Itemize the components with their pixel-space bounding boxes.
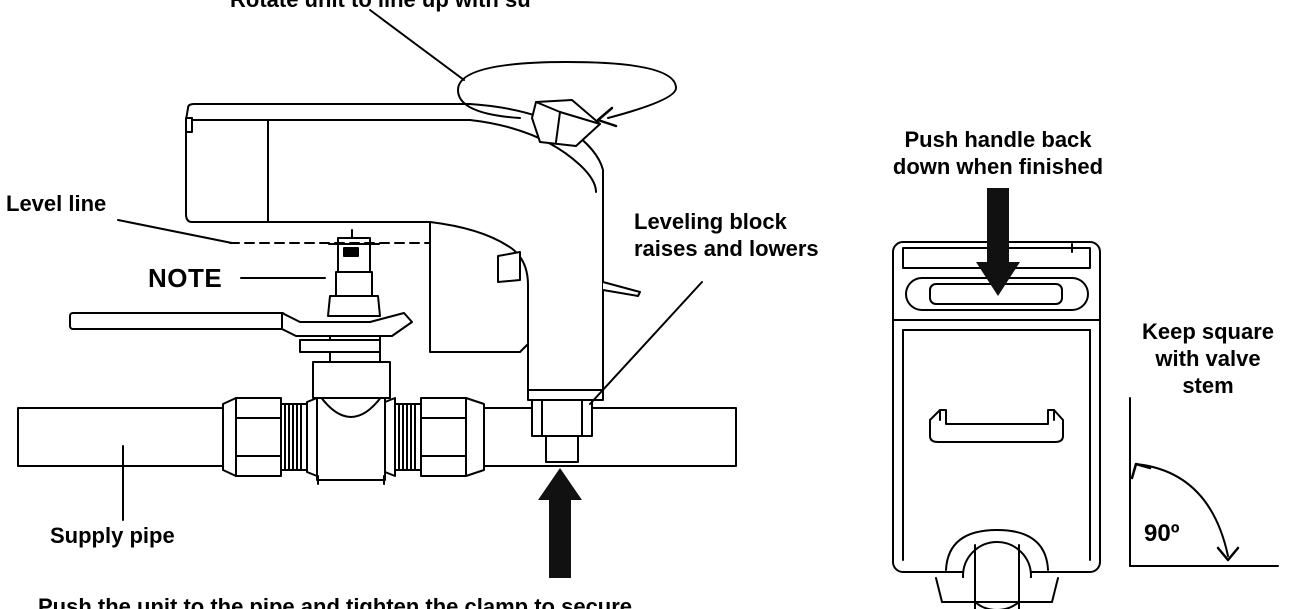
compression-fitting-left: [222, 397, 308, 477]
pipe-clamp: [935, 529, 1059, 609]
push-down-arrow-icon: [976, 188, 1020, 296]
note-label: NOTE: [148, 263, 223, 293]
valve-handle: [69, 312, 413, 363]
valve-body: [306, 361, 391, 485]
rotation-knob: [531, 99, 601, 147]
level-line-label: Level line: [6, 191, 107, 216]
leveling-block-leader: [589, 281, 703, 405]
push-up-arrow-icon: [538, 468, 582, 578]
rotate-unit-label: Rotate unit to line up with supply: [230, 0, 530, 13]
supply-pipe-left: [17, 407, 224, 467]
leveling-block-label: Leveling block raises and lowers: [634, 209, 819, 261]
right-angle-arc-icon: [1129, 397, 1279, 567]
leveling-block: [531, 399, 593, 463]
rotation-arrow-icon: [457, 61, 677, 128]
supply-pipe-label: Supply pipe: [50, 523, 175, 548]
angle-label: 90º: [1144, 520, 1180, 547]
main-unit-housing: [185, 103, 641, 401]
push-handle-label: Push handle back down when finished: [892, 127, 1104, 179]
push-unit-label: Push the unit to the pipe and tighten th…: [38, 594, 633, 609]
level-line-leader: [117, 219, 233, 244]
keep-square-label: Keep square with valve stem: [1141, 319, 1275, 398]
compression-fitting-right: [384, 397, 485, 477]
rotation-leader: [369, 9, 465, 81]
supply-pipe-right: [483, 407, 737, 467]
